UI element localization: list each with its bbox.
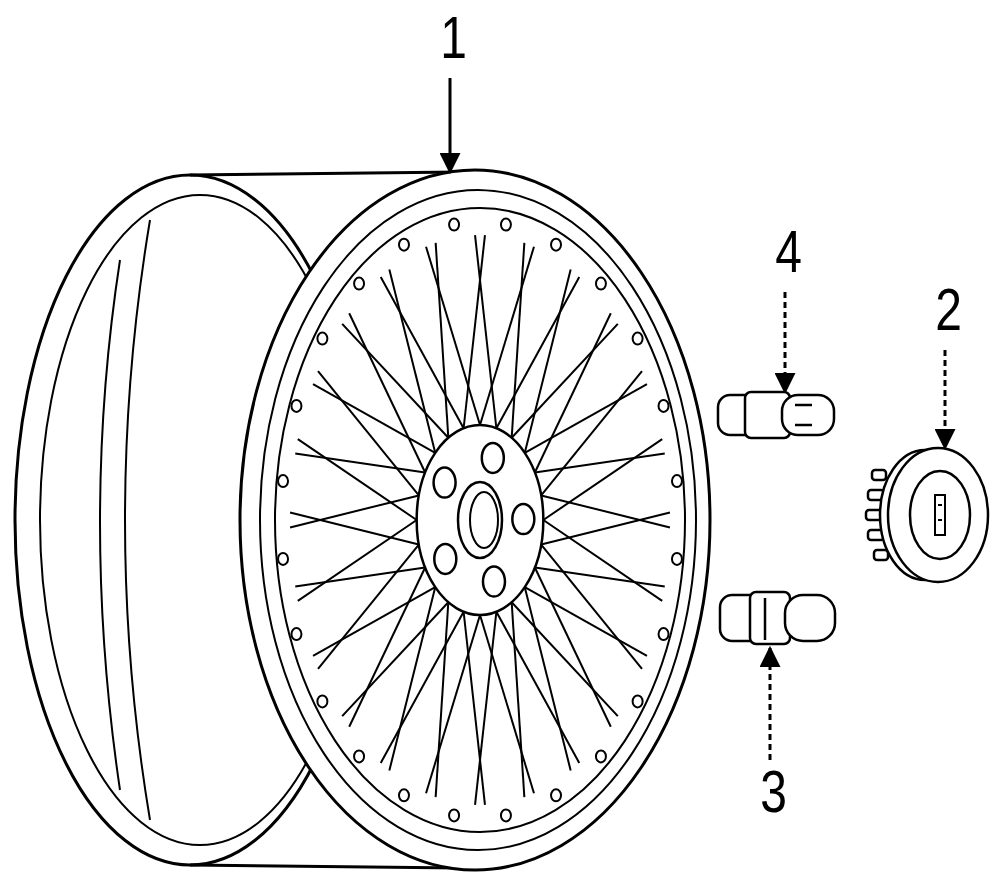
spoke-line: [525, 270, 571, 453]
lug-nut-3: [720, 592, 835, 644]
rim-hole: [659, 400, 669, 412]
callout-number: 4: [775, 222, 802, 282]
spoke-line: [426, 615, 480, 793]
spoke-line: [426, 247, 480, 425]
spoke-line: [535, 453, 665, 472]
rim-hole: [399, 789, 409, 801]
spoke-line: [318, 545, 419, 669]
rim-hole: [596, 750, 606, 762]
rim-hole: [501, 219, 511, 231]
spoke-line: [541, 513, 670, 545]
rim-hole: [449, 809, 459, 821]
spoke-line: [543, 439, 662, 520]
rim-hole: [596, 278, 606, 290]
center-bore: [458, 482, 502, 558]
spoke-line: [480, 247, 534, 425]
spoke-line: [541, 371, 642, 495]
spoke-line: [436, 243, 449, 438]
rim-hole: [291, 628, 301, 640]
rim-hole: [672, 553, 682, 565]
callout-number: 3: [760, 762, 787, 822]
spoke-line: [290, 513, 419, 545]
wheel-face: [240, 170, 710, 870]
lug-hole: [482, 443, 504, 473]
hub-face: [417, 425, 544, 615]
spoke-line: [496, 612, 579, 763]
spoke-line: [512, 602, 618, 716]
callout-number: 2: [935, 280, 962, 340]
spoke-line: [535, 568, 665, 587]
rim-hole: [551, 789, 561, 801]
spoke-line: [475, 235, 496, 428]
rim-hole: [672, 475, 682, 487]
rim-hole: [449, 219, 459, 231]
lug-hole: [483, 567, 505, 597]
rim-hole: [278, 553, 288, 565]
spoke-line: [525, 587, 647, 656]
lug-nut-4: [718, 392, 834, 438]
spoke-line: [525, 384, 647, 453]
lug-hole: [434, 468, 456, 498]
spoke-line: [313, 587, 435, 656]
spoke-line: [342, 324, 448, 438]
spoke-line: [349, 568, 425, 727]
callout-number: 1: [440, 8, 467, 68]
rim-hole: [501, 809, 511, 821]
rim-hole: [633, 695, 643, 707]
rim-hole: [291, 400, 301, 412]
spoke-line: [298, 439, 417, 520]
leader-lines: [450, 78, 945, 760]
spoke-line: [525, 587, 571, 770]
spoke-line: [535, 313, 611, 472]
rim-hole: [317, 695, 327, 707]
rim-hole: [659, 628, 669, 640]
spoke-line: [475, 612, 496, 805]
spoke-line: [464, 235, 485, 428]
spoke-line: [512, 602, 525, 797]
spoke-line: [512, 243, 525, 438]
center-cap: [866, 448, 988, 582]
rim-hole: [278, 475, 288, 487]
rim-hole: [633, 333, 643, 345]
lug-hole: [434, 544, 456, 574]
spoke-line: [295, 568, 425, 587]
spoke-line: [480, 615, 534, 793]
spoke-lattice: [278, 219, 682, 822]
spoke-line: [290, 495, 419, 527]
spoke-line: [381, 277, 464, 428]
spoke-line: [541, 495, 670, 527]
rim-hole: [551, 239, 561, 251]
spoke-line: [389, 587, 435, 770]
rim-hole: [399, 239, 409, 251]
rim-hole: [354, 750, 364, 762]
spoke-line: [436, 602, 449, 797]
spoke-line: [389, 270, 435, 453]
spoke-line: [313, 384, 435, 453]
spoke-line: [298, 520, 417, 601]
lug-hole: [512, 504, 534, 534]
rim-hole: [317, 333, 327, 345]
spoke-line: [543, 520, 662, 601]
spoke-line: [295, 453, 425, 472]
spoke-line: [464, 612, 485, 805]
rim-hole: [354, 278, 364, 290]
center-bore: [470, 492, 498, 548]
